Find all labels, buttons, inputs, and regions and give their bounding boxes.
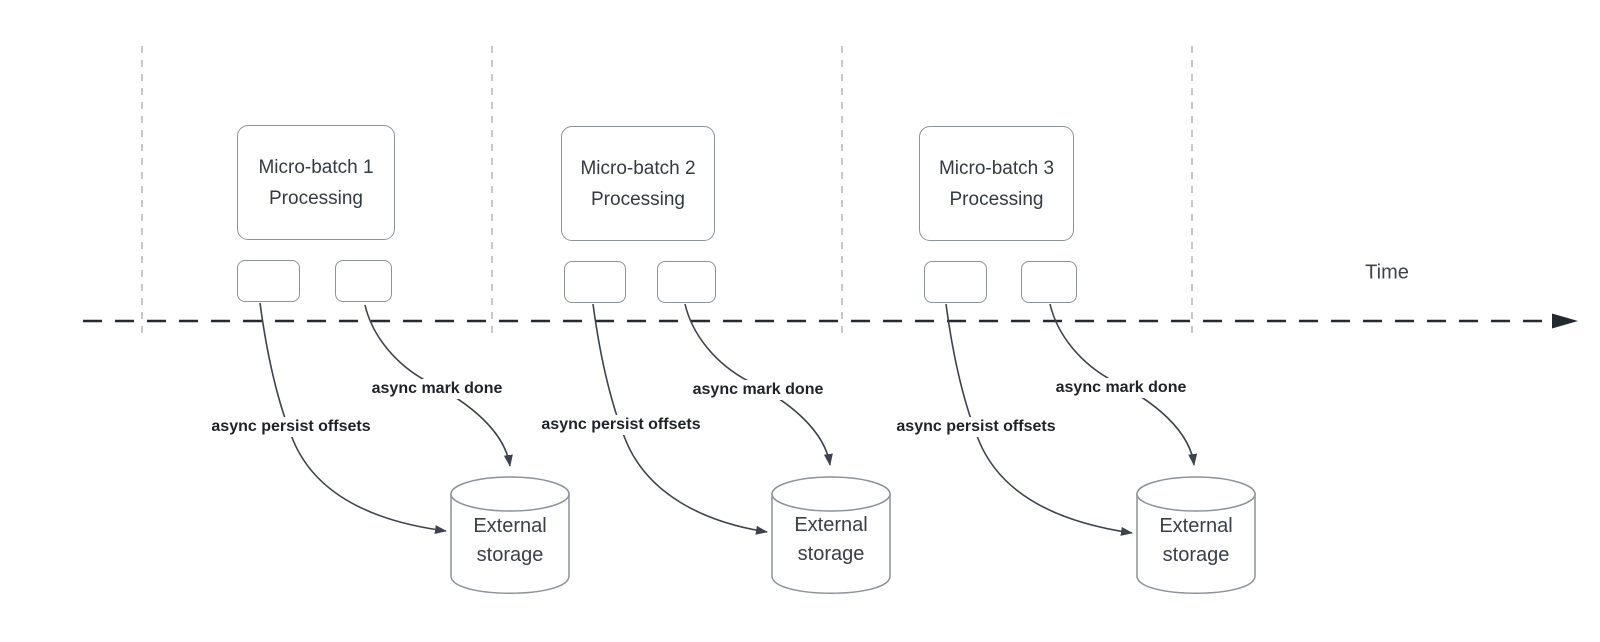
microbatch-2-offset-task-box [564,261,626,303]
persist-offsets-label-3: async persist offsets [893,417,1059,437]
microbatch-2-commit-task-box [657,261,716,303]
external-storage-cylinder-3 [1136,476,1256,594]
persist-offsets-arrow-1 [259,302,447,535]
mark-done-label-2: async mark done [689,380,827,400]
external-storage-cylinder-2 [771,476,891,594]
microbatch-2-processing-box: Micro-batch 2 Processing [561,126,715,241]
external-storage-label-1: External storage [473,515,547,566]
microbatch-1-processing-box: Micro-batch 1 Processing [237,125,395,240]
external-storage-label-3: External storage [1159,515,1233,566]
microbatch-3-commit-task-box [1021,261,1077,303]
mark-done-label-3: async mark done [1052,378,1190,398]
microbatch-1-title-line2: Processing [269,187,363,209]
time-axis-arrowhead-icon [1552,313,1578,329]
microbatch-3-title-line1: Micro-batch 3 [938,157,1055,179]
persist-offsets-label-1: async persist offsets [208,417,374,437]
mark-done-label-1: async mark done [368,379,506,399]
microbatch-2-title-line2: Processing [591,188,685,210]
persist-offsets-label-2: async persist offsets [538,415,704,435]
microbatch-1-offset-task-box [237,260,300,302]
external-storage-cylinder-1 [450,476,570,594]
microbatch-1-title-line1: Micro-batch 1 [258,156,374,178]
microbatch-3-processing-box: Micro-batch 3 Processing [919,126,1074,241]
time-axis-label: Time [1365,261,1409,284]
persist-offsets-arrow-3 [945,303,1133,536]
microbatch-2-title-line1: Micro-batch 2 [580,157,696,179]
microbatch-3-title-line2: Processing [949,188,1044,210]
persist-offsets-arrow-2 [592,303,768,535]
microbatch-3-offset-task-box [924,261,987,303]
microbatch-1-commit-task-box [335,260,392,302]
external-storage-label-2: External storage [794,514,868,565]
